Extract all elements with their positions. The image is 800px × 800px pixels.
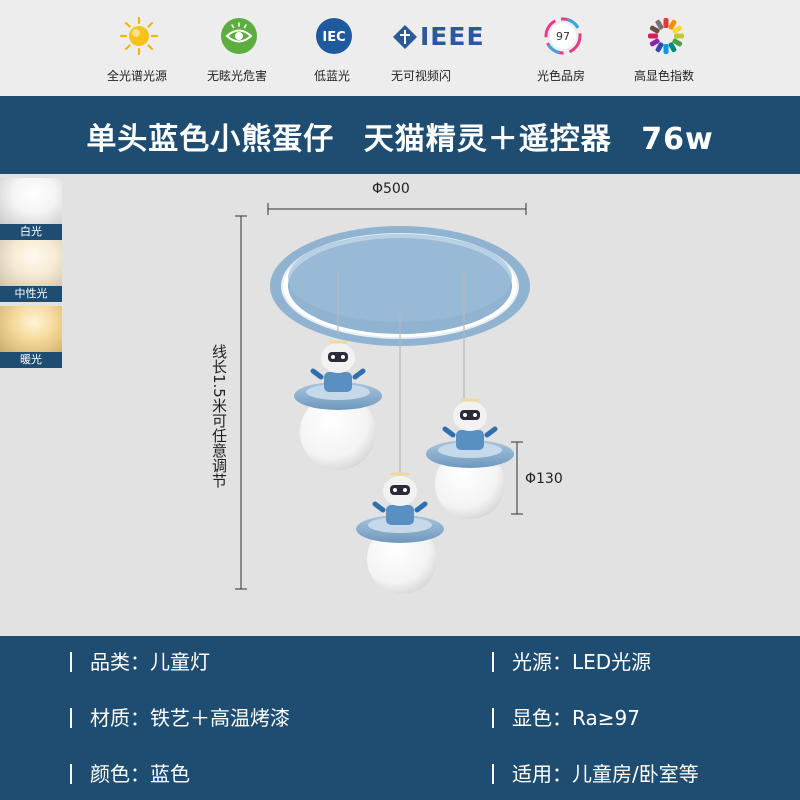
feature-high-cri: 高显色指数 bbox=[609, 0, 719, 96]
light-mode-label: 白光 bbox=[0, 224, 62, 240]
spec-panel: 品类：儿童灯 光源：LED光源 材质：铁艺＋高温烤漆 显色：Ra≥97 颜色：蓝… bbox=[0, 636, 800, 800]
spec-text: 品类：儿童灯 bbox=[90, 650, 210, 674]
pendant-left bbox=[294, 340, 382, 470]
feature-label: 无可视频闪 bbox=[390, 69, 451, 83]
ieee-logo-icon: IEEE bbox=[392, 20, 492, 54]
spec-divider bbox=[492, 764, 494, 784]
feature-label: 高显色指数 bbox=[633, 69, 694, 83]
color-gauge-icon: 97 bbox=[544, 17, 582, 55]
gauge-value: 97 bbox=[556, 30, 570, 43]
pendant-lamp-illustration bbox=[235, 203, 530, 594]
product-image-area: 白光 中性光 暖光 bbox=[0, 174, 800, 636]
spec-divider bbox=[492, 652, 494, 672]
light-swatch bbox=[0, 306, 62, 352]
light-swatch bbox=[0, 178, 62, 224]
dimension-line-cable bbox=[235, 215, 247, 590]
feature-no-flicker: 无可视频闪 bbox=[366, 0, 476, 96]
light-mode-neutral: 中性光 bbox=[0, 240, 62, 302]
pendant-center bbox=[356, 472, 444, 594]
light-mode-label: 中性光 bbox=[0, 286, 62, 302]
spec-text: 颜色：蓝色 bbox=[90, 762, 190, 786]
light-swatch bbox=[0, 240, 62, 286]
eye-protection-icon bbox=[221, 18, 257, 54]
shade-diameter-label: Φ130 bbox=[525, 471, 563, 487]
feature-label: 低蓝光 bbox=[313, 69, 350, 83]
dimension-line-diameter bbox=[267, 203, 527, 215]
product-title: 单头蓝色小熊蛋仔 天猫精灵＋遥控器 76w bbox=[86, 122, 714, 157]
spec-divider bbox=[70, 764, 72, 784]
feature-no-glare: 无眩光危害 bbox=[182, 0, 292, 96]
feature-label: 全光谱光源 bbox=[106, 69, 167, 83]
spec-text: 显色：Ra≥97 bbox=[512, 706, 640, 730]
color-wheel-icon bbox=[648, 18, 684, 54]
ceiling-ring bbox=[270, 226, 530, 346]
dimension-line-shade bbox=[511, 441, 523, 515]
spec-divider bbox=[492, 708, 494, 728]
spec-text: 光源：LED光源 bbox=[512, 650, 652, 674]
ieee-text: IEEE bbox=[420, 22, 485, 51]
spec-divider bbox=[70, 652, 72, 672]
light-mode-label: 暖光 bbox=[0, 352, 62, 368]
pendant-right bbox=[426, 398, 514, 519]
pendant-cables bbox=[337, 270, 465, 474]
sun-icon bbox=[119, 16, 159, 56]
spec-divider bbox=[70, 708, 72, 728]
light-mode-warm: 暖光 bbox=[0, 306, 62, 368]
spec-text: 适用：儿童房/卧室等 bbox=[512, 762, 699, 786]
iec-badge-icon: IEC bbox=[316, 18, 352, 54]
feature-bar: 全光谱光源 无眩光危害 IEC 低蓝光 无可视频闪 IEEE bbox=[0, 0, 800, 96]
iec-text: IEC bbox=[322, 30, 345, 45]
feature-label: 无眩光危害 bbox=[206, 69, 267, 83]
feature-label: 光色品房 bbox=[536, 69, 585, 83]
feature-low-blue-light: IEC 低蓝光 bbox=[277, 0, 387, 96]
title-band: 单头蓝色小熊蛋仔 天猫精灵＋遥控器 76w bbox=[0, 96, 800, 174]
spec-text: 材质：铁艺＋高温烤漆 bbox=[90, 706, 290, 730]
cable-length-label: 线长1.5米可任意调节 bbox=[210, 344, 228, 488]
feature-full-spectrum: 全光谱光源 bbox=[82, 0, 192, 96]
light-mode-white: 白光 bbox=[0, 178, 62, 240]
feature-light-color: 97 光色品房 bbox=[506, 0, 616, 96]
diameter-label: Φ500 bbox=[372, 181, 410, 197]
